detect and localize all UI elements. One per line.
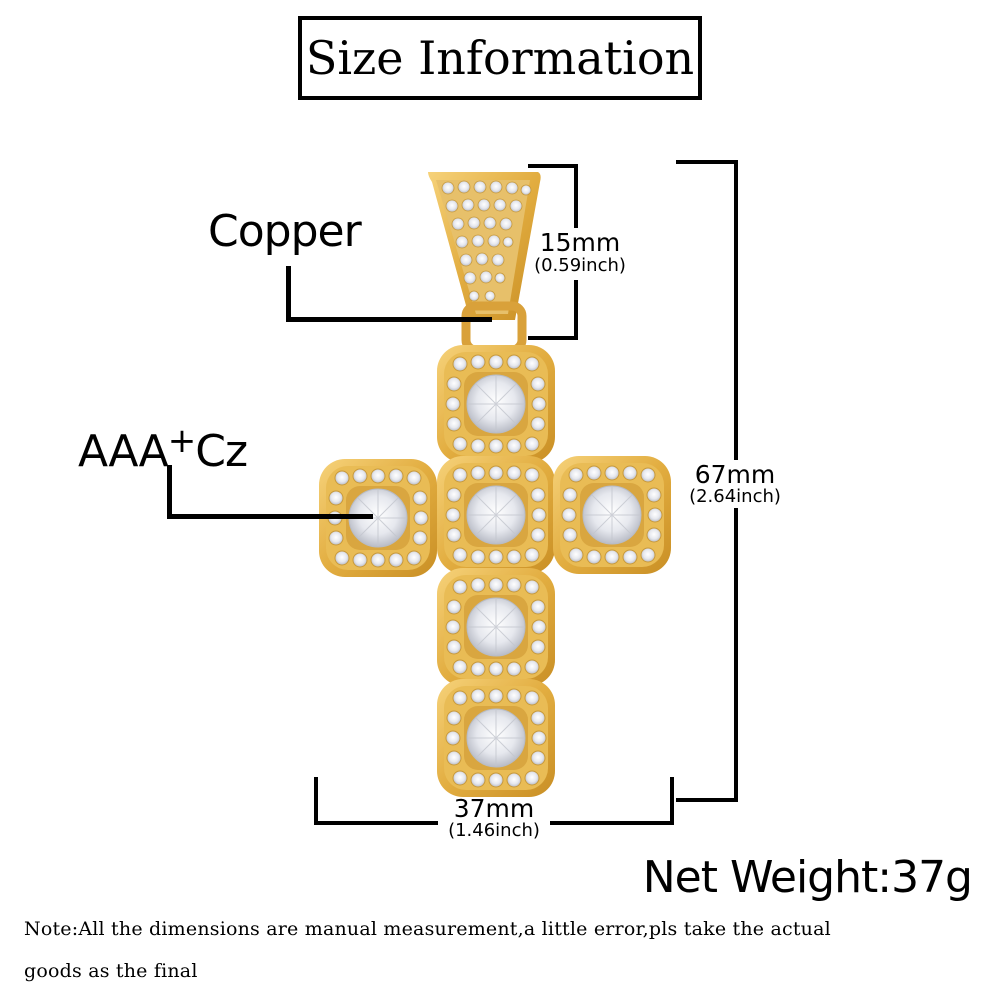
total-height-inch: (2.64inch) <box>689 486 781 507</box>
height-bracket-lower <box>734 508 738 802</box>
material-leader-vertical <box>286 266 291 322</box>
bail-bracket-upper <box>574 164 578 228</box>
width-bracket-left-line <box>314 821 438 825</box>
stone-label: AAA+Cz <box>78 421 248 477</box>
note-line-2: goods as the final <box>24 960 198 982</box>
width-inch: (1.46inch) <box>448 820 540 841</box>
net-weight: Net Weight:37g <box>642 852 973 903</box>
width-bracket-left <box>314 777 318 825</box>
material-leader-horizontal <box>286 317 492 322</box>
stone-leader-horizontal <box>167 514 373 519</box>
height-bracket-bottom <box>676 798 738 802</box>
width-bracket-right-line <box>550 821 674 825</box>
material-label: Copper <box>208 206 362 257</box>
bail-bracket-bottom <box>528 336 578 340</box>
height-bracket-top <box>676 160 738 164</box>
width-mm: 37mm <box>453 794 535 823</box>
bail-height-mm: 15mm <box>539 228 621 257</box>
note-line-1: Note:All the dimensions are manual measu… <box>24 918 831 940</box>
bail-height-inch: (0.59inch) <box>534 255 626 276</box>
stone-leader-vertical <box>167 465 172 519</box>
total-height-mm: 67mm <box>694 460 776 489</box>
bail-bracket-lower <box>574 280 578 340</box>
page-title: Size Information <box>305 31 695 85</box>
bail-bracket-top <box>528 164 578 168</box>
width-bracket-right <box>670 777 674 825</box>
title-box: Size Information <box>298 16 702 100</box>
height-bracket-upper <box>734 160 738 460</box>
